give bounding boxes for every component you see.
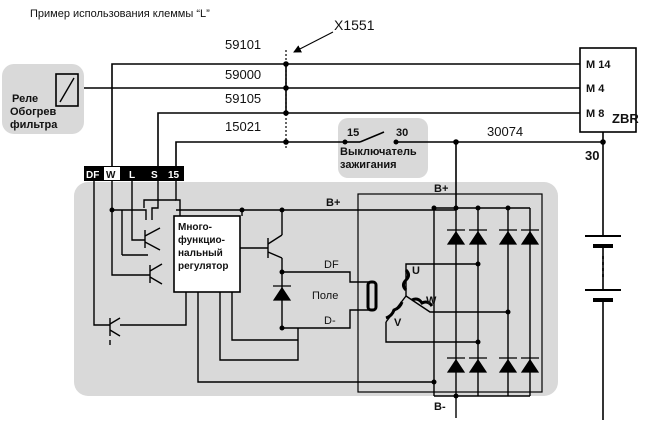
switch-label-1: Выключатель	[340, 146, 417, 158]
regulator-line-1: Много-	[178, 222, 212, 233]
switch-pin-15: 15	[347, 127, 359, 139]
phase-w-label: W	[426, 295, 437, 307]
wire-label-59000: 59000	[225, 67, 261, 82]
terminal-s: S	[151, 170, 158, 181]
terminal-w: W	[106, 170, 116, 181]
connector-label: X1551	[334, 17, 375, 33]
df-label: DF	[324, 259, 339, 271]
relay-label-3: фильтра	[10, 119, 58, 131]
zbr-pin-m4: M 4	[586, 83, 605, 95]
relay-label-1: Реле	[12, 93, 38, 105]
terminal-l: L	[129, 170, 135, 181]
stator-coils	[385, 268, 434, 320]
zbr-pin-m14: M 14	[586, 59, 611, 71]
wire-label-30074: 30074	[487, 124, 523, 139]
field-coil	[366, 280, 378, 312]
switch-panel	[338, 118, 428, 178]
transistors	[109, 227, 283, 337]
zbr-name: ZBR	[612, 111, 639, 126]
field-label: Поле	[312, 290, 338, 302]
relay-panel	[2, 64, 84, 134]
bridge-diodes	[272, 229, 540, 373]
junction-dots	[283, 61, 606, 145]
bridge-frame	[357, 193, 543, 393]
regulator-line-2: функцио-	[178, 234, 225, 246]
internal-junctions	[109, 205, 511, 399]
wire-label-59101: 59101	[225, 37, 261, 52]
relay-coil	[55, 73, 79, 107]
zbr-box	[579, 47, 637, 133]
phase-v-label: V	[394, 317, 402, 329]
wire-label-59105: 59105	[225, 91, 261, 106]
b-plus-label: B+	[326, 197, 340, 209]
terminal-block	[84, 166, 184, 181]
battery-symbol	[585, 235, 621, 302]
regulator-line-3: нальный	[178, 248, 223, 259]
regulator-line-4: регулятор	[178, 261, 228, 272]
b-plus-top-label: B+	[434, 183, 448, 195]
zbr-pin-m8: M 8	[586, 108, 604, 120]
phase-u-label: U	[412, 265, 420, 277]
wire-label-15021: 15021	[225, 119, 261, 134]
b-minus-label: B-	[434, 401, 446, 413]
relay-label-2: Обогрев	[10, 106, 56, 118]
terminal-15: 15	[168, 170, 180, 181]
switch-label-2: зажигания	[340, 159, 397, 171]
d-minus-label: D-	[324, 315, 336, 327]
switch-pin-30: 30	[396, 127, 408, 139]
terminal-df: DF	[86, 170, 99, 181]
page-title: Пример использования клеммы “L”	[30, 8, 210, 20]
wire-label-30: 30	[585, 148, 599, 163]
connector-pointer	[293, 31, 334, 53]
regulator-box	[173, 215, 241, 293]
